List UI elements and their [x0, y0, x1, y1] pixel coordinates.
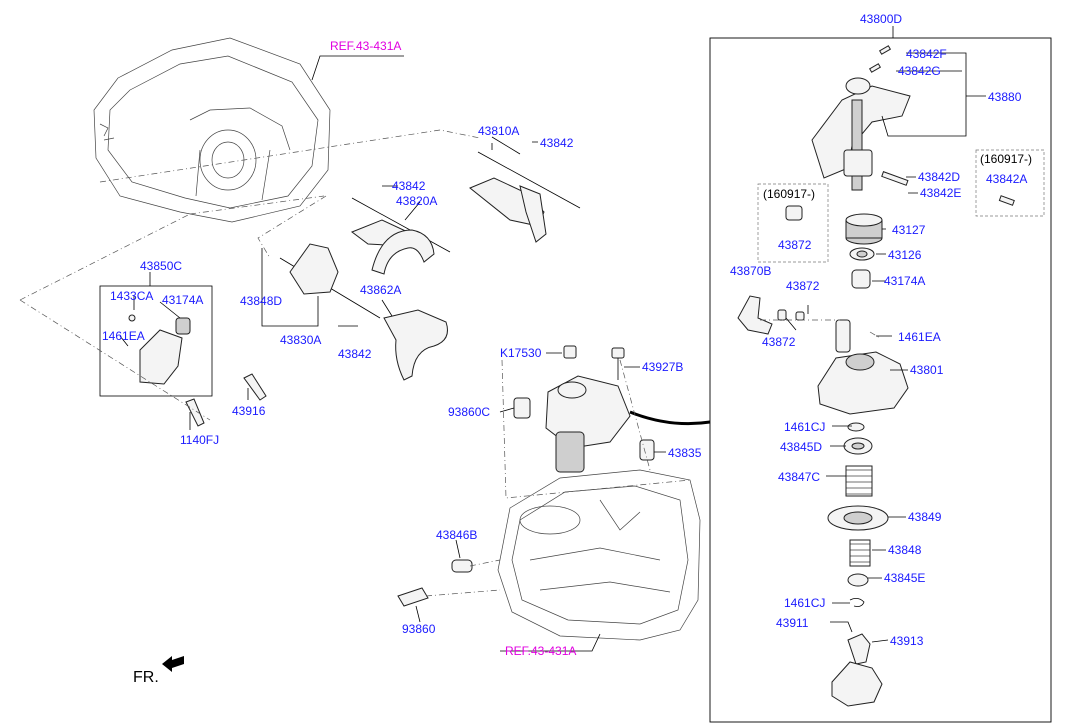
label-1461EA-left[interactable]: 1461EA	[102, 329, 145, 343]
spring-43847C	[845, 465, 873, 497]
label-160917-a: (160917-)	[980, 152, 1032, 166]
label-1433CA[interactable]: 1433CA	[110, 289, 153, 303]
lever-43913	[847, 633, 871, 665]
label-43862A[interactable]: 43862A	[360, 283, 401, 297]
label-1461CJ-b[interactable]: 1461CJ	[784, 596, 825, 610]
shift-shaft-43880	[811, 77, 911, 191]
label-43849[interactable]: 43849	[908, 510, 942, 524]
switch-93860	[397, 587, 429, 607]
bushing-43174A	[851, 269, 871, 289]
assembly-box-43800D	[709, 37, 1052, 723]
label-43848[interactable]: 43848	[888, 543, 922, 557]
selector-housing	[545, 375, 631, 473]
bolt-43916	[243, 373, 267, 401]
dashed-box-43842A	[975, 149, 1045, 217]
label-fr: FR.	[133, 669, 159, 686]
label-43835[interactable]: 43835	[668, 446, 702, 460]
ref-line-a	[19, 195, 325, 421]
pin-43835	[639, 439, 655, 461]
leader-lines	[119, 52, 986, 652]
fr-arrow-icon	[162, 656, 184, 672]
label-1461EA-right[interactable]: 1461EA	[898, 330, 941, 344]
shift-fork-43810A	[469, 151, 581, 243]
seat-43845E	[847, 573, 869, 587]
label-ref-bottom[interactable]: REF.43-431A	[505, 644, 576, 658]
label-43911[interactable]: 43911	[776, 616, 809, 630]
connector-curve	[629, 410, 711, 426]
label-43872-box[interactable]: 43872	[778, 238, 812, 252]
label-1140FJ[interactable]: 1140FJ	[180, 433, 219, 447]
label-160917-b: (160917-)	[763, 187, 815, 201]
label-1461CJ-a[interactable]: 1461CJ	[784, 420, 825, 434]
ref-line-b	[99, 129, 481, 259]
label-43846B[interactable]: 43846B	[436, 528, 477, 542]
switch-93860C	[513, 397, 531, 419]
label-43174A-right[interactable]: 43174A	[884, 274, 925, 288]
dashed-box-43872	[757, 183, 829, 263]
label-43872-a[interactable]: 43872	[786, 279, 820, 293]
housing-43801	[817, 319, 909, 415]
bushing-43872-box	[785, 205, 803, 221]
label-43916[interactable]: 43916	[232, 404, 266, 418]
label-43842F[interactable]: 43842F	[906, 47, 947, 61]
label-43872-b[interactable]: 43872	[762, 335, 796, 349]
cap-43127	[845, 213, 883, 245]
label-43820A[interactable]: 43820A	[396, 194, 437, 208]
label-43810A[interactable]: 43810A	[478, 124, 519, 138]
ref-line-e	[760, 319, 881, 339]
spring-43848	[849, 539, 871, 567]
bracket-bottom	[831, 661, 883, 707]
label-43913[interactable]: 43913	[890, 634, 924, 648]
label-43127[interactable]: 43127	[892, 223, 926, 237]
shift-fork-43862A	[383, 309, 448, 381]
label-43848D[interactable]: 43848D	[240, 294, 282, 308]
lever-43870B	[737, 295, 773, 335]
transmission-case-top	[93, 37, 331, 223]
label-93860[interactable]: 93860	[402, 622, 436, 636]
label-93860C[interactable]: 93860C	[448, 405, 490, 419]
seal-43126	[849, 247, 875, 261]
label-43830A[interactable]: 43830A	[280, 333, 321, 347]
label-43842-a[interactable]: 43842	[540, 136, 574, 150]
seat-43845D	[843, 437, 873, 455]
shift-fork-43820A	[350, 197, 451, 275]
bolt-1140FJ	[185, 398, 205, 427]
label-43842G[interactable]: 43842G	[898, 64, 941, 78]
shift-lever-43850C	[128, 314, 191, 385]
label-43880[interactable]: 43880	[988, 90, 1022, 104]
bolt-43927B	[611, 347, 625, 380]
label-43842D[interactable]: 43842D	[918, 170, 960, 184]
label-43842A[interactable]: 43842A	[986, 172, 1027, 186]
label-43842-c[interactable]: 43842	[338, 347, 372, 361]
label-43174A-left[interactable]: 43174A	[162, 293, 203, 307]
label-K17530[interactable]: K17530	[500, 346, 542, 360]
plug-K17530	[563, 345, 577, 359]
pins-43842	[868, 45, 1015, 206]
bracket-box-43850C	[99, 285, 213, 397]
label-ref-top[interactable]: REF.43-431A	[330, 39, 401, 53]
label-43845D[interactable]: 43845D	[780, 440, 822, 454]
label-43800D[interactable]: 43800D	[860, 12, 902, 26]
plate-43849	[827, 505, 889, 531]
shift-fork-43830A	[279, 243, 381, 319]
ref-line-d	[425, 559, 501, 597]
ref-line-c	[501, 359, 691, 499]
label-43842E[interactable]: 43842E	[920, 186, 961, 200]
label-43870B[interactable]: 43870B	[730, 264, 771, 278]
label-43850C[interactable]: 43850C	[140, 259, 182, 273]
label-43845E[interactable]: 43845E	[884, 571, 925, 585]
transmission-case-bottom	[497, 469, 701, 641]
label-43847C[interactable]: 43847C	[778, 470, 820, 484]
bushings-43872	[777, 309, 805, 321]
label-43842-b[interactable]: 43842	[392, 179, 426, 193]
plug-43846B	[451, 559, 473, 573]
clip-1461CJ-b	[849, 598, 865, 607]
clip-1461CJ-a	[847, 422, 865, 432]
label-43126[interactable]: 43126	[888, 248, 922, 262]
label-43927B[interactable]: 43927B	[642, 360, 683, 374]
label-43801[interactable]: 43801	[910, 363, 944, 377]
